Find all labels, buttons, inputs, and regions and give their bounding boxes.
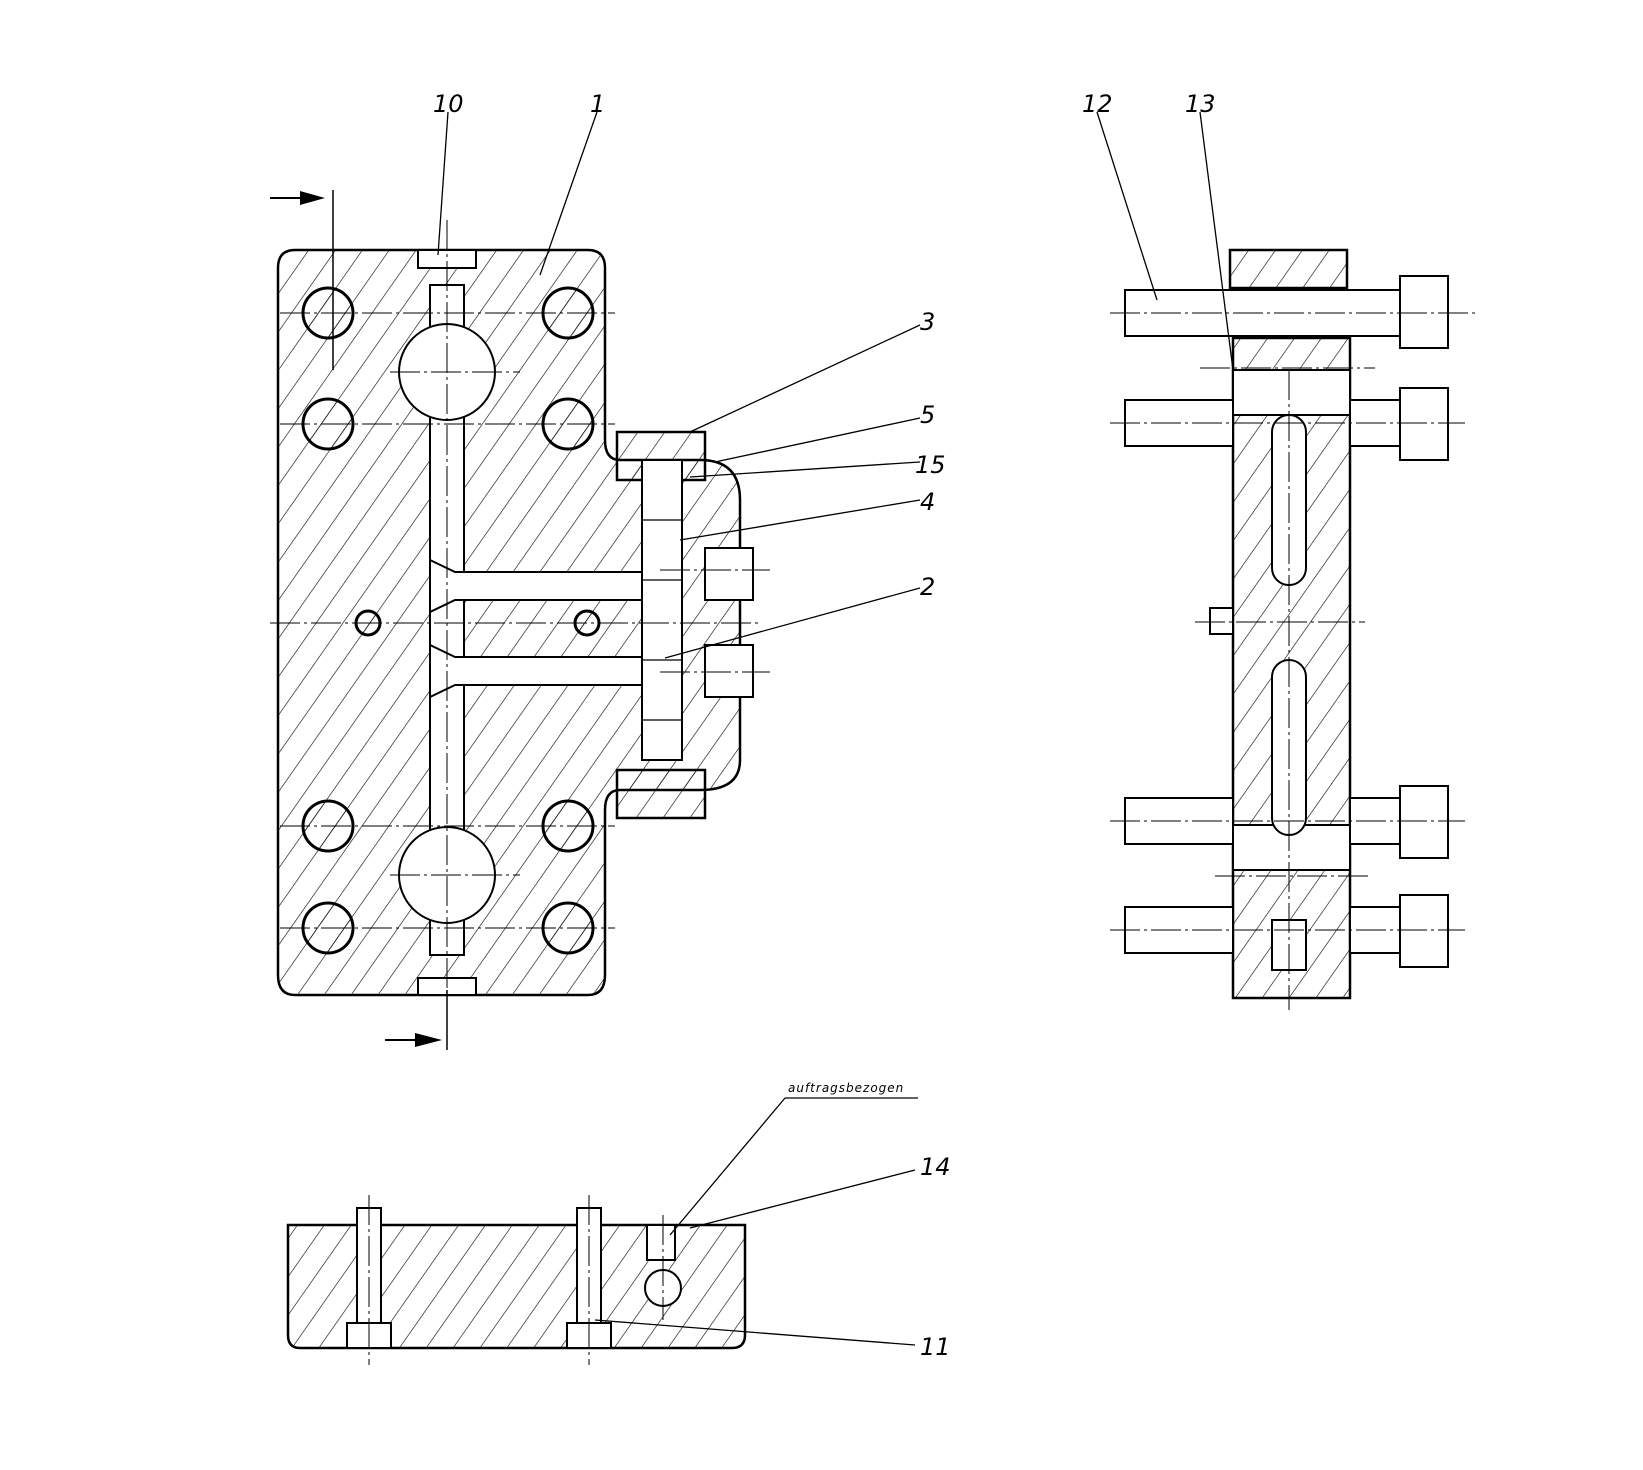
- note-auftragsbezogen: auftragsbezogen: [788, 1081, 904, 1095]
- label-part-2: 2: [920, 573, 935, 601]
- bottom-section-view: [286, 1195, 747, 1365]
- label-part-11: 11: [920, 1333, 951, 1361]
- section-arrow-top: [270, 190, 334, 370]
- section-arrow-bottom: [385, 990, 448, 1050]
- label-part-1: 1: [590, 90, 605, 118]
- label-part-13: 13: [1185, 90, 1216, 118]
- side-view: [1110, 248, 1475, 1010]
- label-part-12: 12: [1082, 90, 1113, 118]
- label-part-10: 10: [433, 90, 464, 118]
- label-part-3: 3: [920, 308, 935, 336]
- front-section-view: [270, 190, 770, 1050]
- label-part-14: 14: [920, 1153, 951, 1181]
- label-part-5: 5: [920, 401, 935, 429]
- label-part-4: 4: [920, 488, 935, 516]
- leader-lines: [437, 111, 1234, 1346]
- label-part-15: 15: [915, 451, 946, 479]
